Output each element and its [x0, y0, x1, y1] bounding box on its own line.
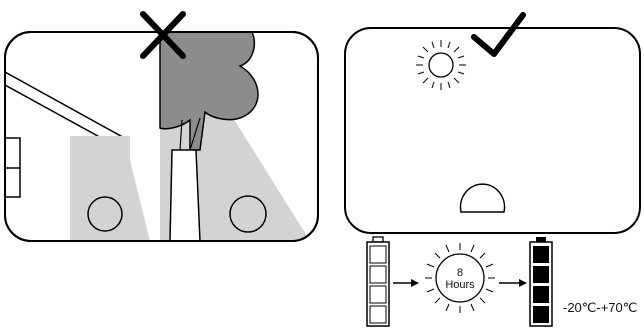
full-battery-icon: [529, 237, 553, 327]
charge-hours-text: Hours: [445, 279, 475, 291]
good-panel-frame: [344, 27, 641, 234]
sun-icon: [416, 40, 466, 90]
charge-duration-label: 8 Hours: [436, 267, 484, 291]
solar-lamp-left: [87, 196, 123, 232]
cross-mark-icon: [140, 11, 186, 59]
bad-placement-panel: [4, 11, 319, 242]
sun-charging-icon: [425, 243, 495, 313]
arrow-right-icon: [393, 279, 419, 287]
tree-icon: [159, 32, 259, 241]
arrow-right-icon-2: [499, 279, 527, 287]
good-placement-panel: [344, 12, 641, 234]
empty-battery-icon: [366, 236, 390, 327]
check-mark-icon: [471, 12, 526, 57]
charge-hours-number: 8: [456, 267, 464, 279]
solar-lamp-right: [229, 195, 267, 233]
temperature-range-label: -20℃-+70℃: [563, 300, 638, 315]
solar-lamp-sunny: [459, 183, 506, 213]
